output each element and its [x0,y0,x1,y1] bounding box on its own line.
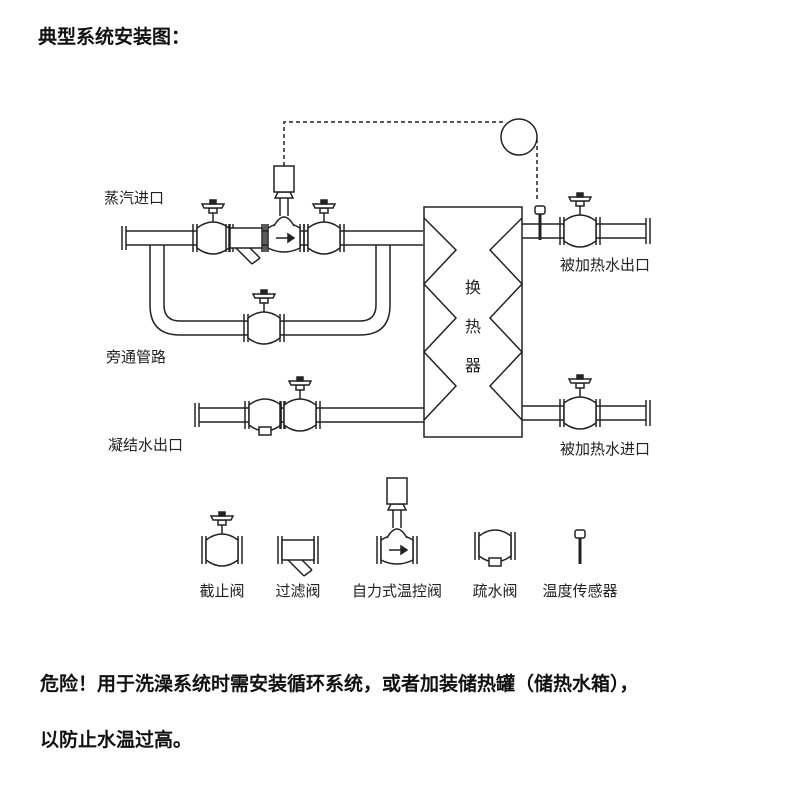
bypass-stop-valve-icon [243,289,285,345]
legend-strainer-icon [277,535,319,577]
inlet-stop-valve-icon [559,374,601,430]
legend-temperature-sensor-icon [573,528,587,566]
temperature-bulb-icon [500,118,538,156]
legend-label: 过滤阀 [275,582,320,600]
warning-line-1: 危险！用于洗澡系统时需安装循环系统，或者加装储热罐（储热水箱）， [40,673,639,695]
steam-strainer-icon [225,223,267,265]
outlet-stop-valve-icon [559,192,601,248]
warning-line-2: 以防止水温过高。 [40,729,193,751]
legend-label: 温度传感器 [542,582,617,600]
legend-globe-valve-icon [201,511,243,567]
exchanger-label-3: 器 [465,356,481,375]
condensate-outlet-label: 凝结水出口 [108,436,183,454]
legend-steam-trap-icon [474,529,516,567]
temperature-control-valve-icon [263,165,305,253]
exchanger-label-2: 热 [465,317,481,336]
capillary-line [283,121,505,166]
steam-inlet-label: 蒸汽进口 [104,189,164,207]
heat-exchanger [422,206,524,438]
heated-water-inlet-label: 被加热水进口 [560,440,650,458]
legend-temperature-control-valve-icon [376,477,418,565]
bypass-label: 旁通管路 [106,348,166,366]
condensate-stop-valve-icon [279,376,321,432]
steam-stop-valve-icon [303,199,345,255]
diagram-heading: 典型系统安装图： [38,26,191,48]
legend-label: 疏水阀 [472,582,517,600]
exchanger-label-1: 换 [465,278,481,297]
legend-label: 截止阀 [199,582,244,600]
legend-label: 自力式温控阀 [352,582,442,600]
steam-trap-icon [244,398,286,436]
steam-stop-valve-icon [192,199,234,255]
heated-water-outlet-label: 被加热水出口 [560,256,650,274]
temperature-sensor-icon [533,204,547,242]
